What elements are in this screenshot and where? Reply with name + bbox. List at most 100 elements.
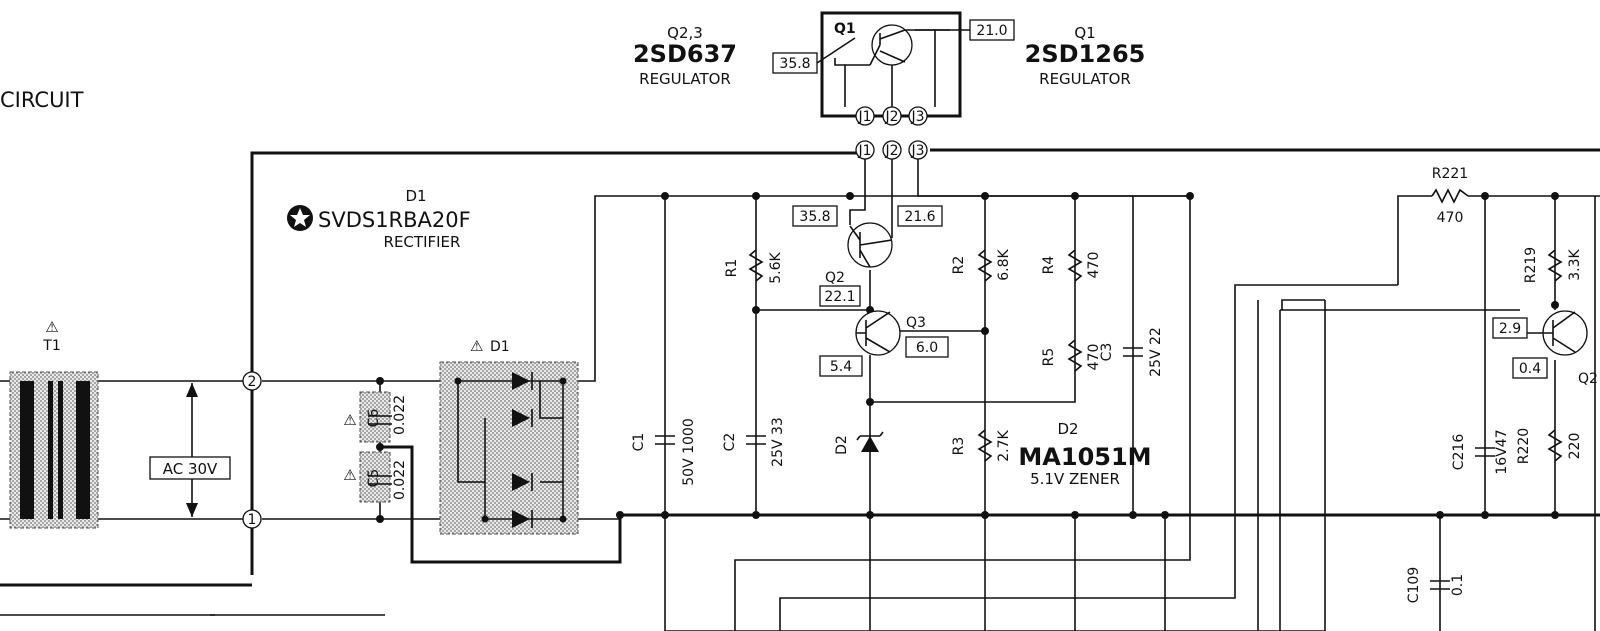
resistor-r5: R5 470 bbox=[1041, 339, 1102, 372]
capacitor-c6: ⚠ C6 0.022 bbox=[343, 391, 408, 443]
svg-text:Q2: Q2 bbox=[825, 270, 845, 286]
svg-text:6.8K: 6.8K bbox=[996, 248, 1012, 280]
regulator-left-label: Q2,3 2SD637 REGULATOR bbox=[633, 24, 737, 88]
svg-text:D2: D2 bbox=[834, 435, 850, 455]
svg-text:C2: C2 bbox=[722, 433, 738, 452]
svg-text:220: 220 bbox=[1567, 433, 1583, 460]
svg-text:Q2: Q2 bbox=[1578, 371, 1598, 387]
svg-text:2.7K: 2.7K bbox=[996, 429, 1012, 461]
svg-text:J3: J3 bbox=[910, 143, 924, 159]
regulator-right-label: Q1 2SD1265 REGULATOR bbox=[1025, 24, 1146, 88]
svg-text:0.1: 0.1 bbox=[1450, 574, 1466, 596]
resistor-r219: R219 3.3K bbox=[1523, 247, 1583, 283]
q2-emitter-voltage: 21.6 bbox=[904, 209, 935, 225]
svg-text:25V 33: 25V 33 bbox=[770, 417, 786, 467]
capacitor-c3: C3 25V 22 bbox=[1099, 327, 1164, 377]
rectifier-ref: D1 bbox=[405, 187, 426, 205]
transformer-ref: T1 bbox=[42, 338, 60, 354]
terminal-2: 2 bbox=[242, 371, 262, 391]
transistor-q3: Q3 6.0 5.4 bbox=[819, 310, 949, 377]
capacitor-c5: ⚠ C5 0.022 bbox=[343, 451, 408, 503]
ac-voltage-indicator: AC 30V bbox=[149, 383, 231, 517]
q2-base-voltage: 22.1 bbox=[824, 289, 855, 305]
q1-module: Q1 35.8 21.0 bbox=[772, 11, 1015, 118]
svg-text:R220: R220 bbox=[1516, 428, 1532, 464]
capacitor-c1: C1 50V 1000 bbox=[631, 418, 697, 485]
svg-text:J1: J1 bbox=[857, 109, 871, 125]
svg-text:3.3K: 3.3K bbox=[1567, 248, 1583, 280]
svg-text:5.1V ZENER: 5.1V ZENER bbox=[1030, 470, 1120, 488]
q1-voltage-right: 21.0 bbox=[976, 23, 1007, 39]
jumper-row-top: J1 J2 J3 bbox=[855, 106, 928, 126]
svg-text:R5: R5 bbox=[1041, 348, 1057, 367]
resistor-r1: R1 5.6K bbox=[724, 249, 784, 284]
svg-text:C1: C1 bbox=[631, 433, 647, 452]
svg-text:J3: J3 bbox=[910, 109, 924, 125]
svg-text:REGULATOR: REGULATOR bbox=[639, 70, 731, 88]
svg-text:0.022: 0.022 bbox=[392, 460, 408, 500]
svg-text:C5: C5 bbox=[366, 469, 382, 488]
zener-d2: D2 bbox=[834, 431, 884, 455]
svg-text:C6: C6 bbox=[366, 409, 382, 428]
svg-text:470: 470 bbox=[1086, 252, 1102, 279]
warning-icon: ⚠ bbox=[343, 466, 356, 484]
zener-label: D2 MA1051M 5.1V ZENER bbox=[1018, 420, 1151, 488]
svg-text:REGULATOR: REGULATOR bbox=[1039, 70, 1131, 88]
transistor-q2-right: 2.9 0.4 Q2 bbox=[1492, 310, 1598, 387]
svg-text:C109: C109 bbox=[1406, 567, 1422, 604]
svg-text:D2: D2 bbox=[1057, 420, 1078, 438]
capacitor-c2: C2 25V 33 bbox=[722, 417, 786, 467]
q1-voltage-left: 35.8 bbox=[779, 56, 810, 72]
resistor-r221: R221 470 bbox=[1431, 166, 1469, 226]
q2b-base-voltage: 2.9 bbox=[1499, 321, 1521, 337]
diagram-title: CIRCUIT bbox=[0, 88, 84, 112]
warning-icon: ⚠ bbox=[343, 411, 356, 429]
jumper-row-bottom: J1 J2 J3 bbox=[855, 140, 928, 160]
rectifier-label: D1 SVDS1RBA20F RECTIFIER bbox=[287, 187, 471, 251]
warning-icon: ⚠ bbox=[470, 337, 483, 355]
rectifier-desc: RECTIFIER bbox=[384, 233, 461, 251]
svg-text:2: 2 bbox=[248, 374, 257, 390]
rectifier-part: SVDS1RBA20F bbox=[318, 208, 471, 232]
svg-text:50V 1000: 50V 1000 bbox=[681, 418, 697, 485]
svg-text:25V 22: 25V 22 bbox=[1148, 327, 1164, 377]
svg-text:Q1: Q1 bbox=[1074, 24, 1095, 42]
rectifier-d1: ⚠ D1 bbox=[439, 337, 579, 535]
svg-text:Q2,3: Q2,3 bbox=[667, 24, 703, 42]
svg-text:R4: R4 bbox=[1041, 256, 1057, 275]
rectifier-inline-ref: D1 bbox=[490, 339, 510, 355]
terminal-1: 1 bbox=[242, 509, 262, 529]
q3-emitter-voltage: 6.0 bbox=[916, 340, 938, 356]
svg-text:J2: J2 bbox=[884, 109, 898, 125]
svg-text:0.022: 0.022 bbox=[392, 395, 408, 435]
svg-text:R3: R3 bbox=[951, 437, 967, 456]
transformer-t1: ⚠ T1 bbox=[9, 318, 99, 529]
transistor-q2: Q2 35.8 21.6 22.1 bbox=[792, 205, 943, 307]
capacitor-c216: C216 16V47 bbox=[1451, 429, 1510, 474]
svg-text:470: 470 bbox=[1437, 210, 1464, 226]
svg-text:R221: R221 bbox=[1432, 166, 1468, 182]
svg-text:5.6K: 5.6K bbox=[768, 251, 784, 283]
svg-text:1: 1 bbox=[248, 512, 257, 528]
q2b-emitter-voltage: 0.4 bbox=[1519, 361, 1541, 377]
svg-text:2SD637: 2SD637 bbox=[633, 40, 737, 68]
svg-text:MA1051M: MA1051M bbox=[1018, 443, 1151, 471]
svg-text:J1: J1 bbox=[857, 143, 871, 159]
resistor-r3: R3 2.7K bbox=[951, 429, 1012, 462]
resistor-r4: R4 470 bbox=[1041, 249, 1102, 282]
svg-text:C3: C3 bbox=[1099, 343, 1115, 362]
ac-voltage-label: AC 30V bbox=[163, 460, 218, 478]
svg-text:16V47: 16V47 bbox=[1494, 429, 1510, 474]
svg-text:R219: R219 bbox=[1523, 247, 1539, 283]
svg-text:470: 470 bbox=[1086, 344, 1102, 371]
svg-text:Q1: Q1 bbox=[834, 21, 856, 37]
svg-text:Q3: Q3 bbox=[906, 315, 926, 331]
junction-dots bbox=[376, 192, 1559, 523]
q3-base-voltage: 5.4 bbox=[830, 359, 852, 375]
resistor-r220: R220 220 bbox=[1516, 428, 1583, 464]
q2-collector-voltage: 35.8 bbox=[799, 209, 830, 225]
warning-icon: ⚠ bbox=[45, 318, 58, 336]
resistor-r2: R2 6.8K bbox=[951, 248, 1012, 282]
svg-text:J2: J2 bbox=[884, 143, 898, 159]
